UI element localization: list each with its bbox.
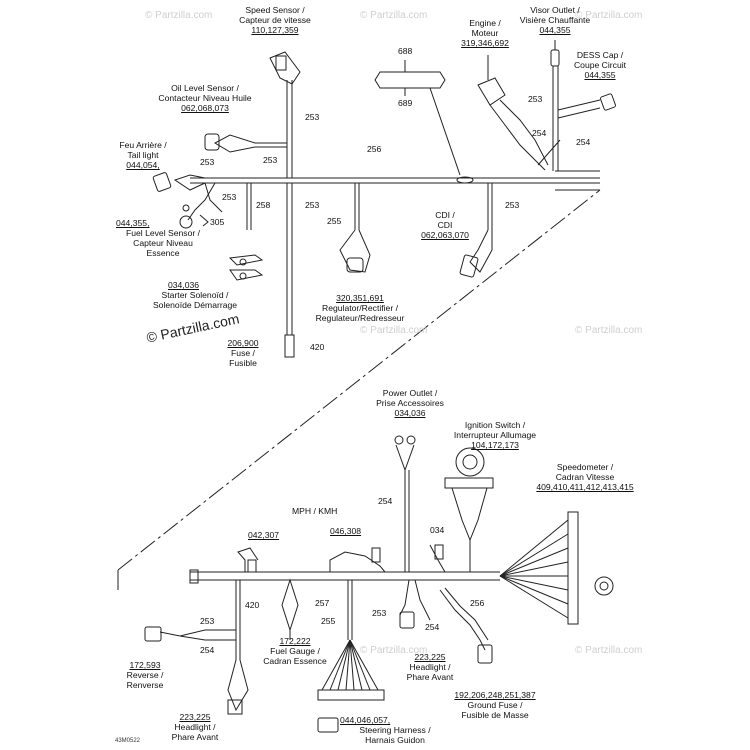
label-visor-outlet: Visor Outlet / Visière Chauffante 044,35… xyxy=(519,5,591,35)
ref-top-305: 305 xyxy=(210,217,225,227)
label-dess-cap: DESS Cap / Coupe Circuit 044,355 xyxy=(573,50,627,80)
bottom-main-trunk xyxy=(189,569,500,584)
oil-level-branch xyxy=(204,133,287,153)
label-tail-light: Feu Arrière / Tail light 044,054, xyxy=(119,140,167,170)
label-ignition: Ignition Switch / Interrupteur Allumage … xyxy=(453,420,537,450)
ref-top-255: 255 xyxy=(327,216,342,226)
ref-top-258: 258 xyxy=(256,200,271,210)
ref-bot-255: 255 xyxy=(321,616,336,626)
engine-branch xyxy=(477,55,549,171)
watermark-3: © Partzilla.com xyxy=(575,10,643,21)
label-power-outlet: Power Outlet / Prise Accessoires 034,036 xyxy=(376,388,444,418)
watermark-1: © Partzilla.com xyxy=(145,10,213,21)
visor-branch xyxy=(550,40,560,171)
ref-688: 688 xyxy=(398,46,413,56)
ref-top-253-f: 253 xyxy=(505,200,520,210)
watermark-7: © Partzilla.com xyxy=(360,645,428,656)
ref-bot-420: 420 xyxy=(245,600,260,610)
label-speed-sensor: Speed Sensor / Capteur de vitesse 110,12… xyxy=(239,5,311,35)
ref-top-253-g: 253 xyxy=(528,94,543,104)
label-oil-level: Oil Level Sensor / Contacteur Niveau Hui… xyxy=(158,83,252,113)
top-main-trunk xyxy=(190,170,600,191)
power-outlet-branch xyxy=(394,435,416,572)
ref-bot-253-a: 253 xyxy=(372,608,387,618)
label-mph-kmh: MPH / KMH xyxy=(292,506,338,516)
ref-top-253-d: 253 xyxy=(222,192,237,202)
watermark-5: © Partzilla.com xyxy=(575,325,643,336)
steering-branch xyxy=(317,580,385,733)
fuse-holder xyxy=(284,334,295,358)
figure-code: 43M0522 xyxy=(115,738,141,744)
ref-bot-253-b: 253 xyxy=(200,616,215,626)
ref-top-254-a: 254 xyxy=(532,128,547,138)
label-fuel-gauge: 172,222 Fuel Gauge / Cadran Essence xyxy=(263,636,327,666)
speed-sensor-branch xyxy=(269,51,301,178)
dess-branch xyxy=(537,93,616,166)
ref-top-420: 420 xyxy=(310,342,325,352)
regulator-branch xyxy=(339,183,371,273)
speedometer-fan xyxy=(499,511,614,625)
ref-034: 034 xyxy=(430,525,445,535)
label-cdi: CDI / CDI 062,063,070 xyxy=(421,210,469,240)
label-fuse: 206,900 Fuse / Fusible xyxy=(227,338,259,368)
ref-bot-254-a: 254 xyxy=(378,496,393,506)
ref-top-253-b: 253 xyxy=(263,155,278,165)
label-headlight-left: 223,225 Headlight / Phare Avant xyxy=(171,712,219,742)
label-ground-fuse: 192,206,248,251,387 Ground Fuse / Fusibl… xyxy=(454,690,536,720)
ref-bot-257: 257 xyxy=(315,598,330,608)
tail-light-branch xyxy=(152,172,223,213)
ref-bot-254-c: 254 xyxy=(200,645,215,655)
ref-top-256: 256 xyxy=(367,144,382,154)
ignition-branch xyxy=(444,447,494,572)
label-speedometer: Speedometer / Cadran Vitesse 409,410,411… xyxy=(536,462,634,492)
label-engine: Engine / Moteur 319,346,692 xyxy=(461,18,509,48)
label-fuel-level: 044,355, Fuel Level Sensor / Capteur Niv… xyxy=(116,218,201,258)
label-steering: 044,046,057, Steering Harness / Harnais … xyxy=(340,715,431,745)
cdi-branch xyxy=(459,183,493,278)
watermark-6: © Partzilla.com xyxy=(575,645,643,656)
watermark-4: © Partzilla.com xyxy=(360,325,428,336)
ref-top-254-b: 254 xyxy=(576,137,591,147)
ref-689: 689 xyxy=(398,98,413,108)
ref-top-253-c: 253 xyxy=(200,157,215,167)
ref-top-253-e: 253 xyxy=(305,200,320,210)
label-mph-num-left: 042,307 xyxy=(248,530,280,540)
ref-bot-256: 256 xyxy=(470,598,485,608)
ref-top-253-a: 253 xyxy=(305,112,320,122)
ref-bot-254-b: 254 xyxy=(425,622,440,632)
label-starter: 034,036 Starter Solenoïd / Solenoïde Dém… xyxy=(152,280,238,310)
label-headlight-right: 223,225 Headlight / Phare Avant xyxy=(406,652,454,682)
label-reverse: 172,593 Reverse / Renverse xyxy=(126,660,164,690)
label-regulator: 320,351,691 Regulator/Rectifier / Regula… xyxy=(315,293,405,323)
label-mph-num-right: 046,308 xyxy=(330,526,362,536)
divider-line xyxy=(117,189,601,571)
watermark-2: © Partzilla.com xyxy=(360,10,428,21)
